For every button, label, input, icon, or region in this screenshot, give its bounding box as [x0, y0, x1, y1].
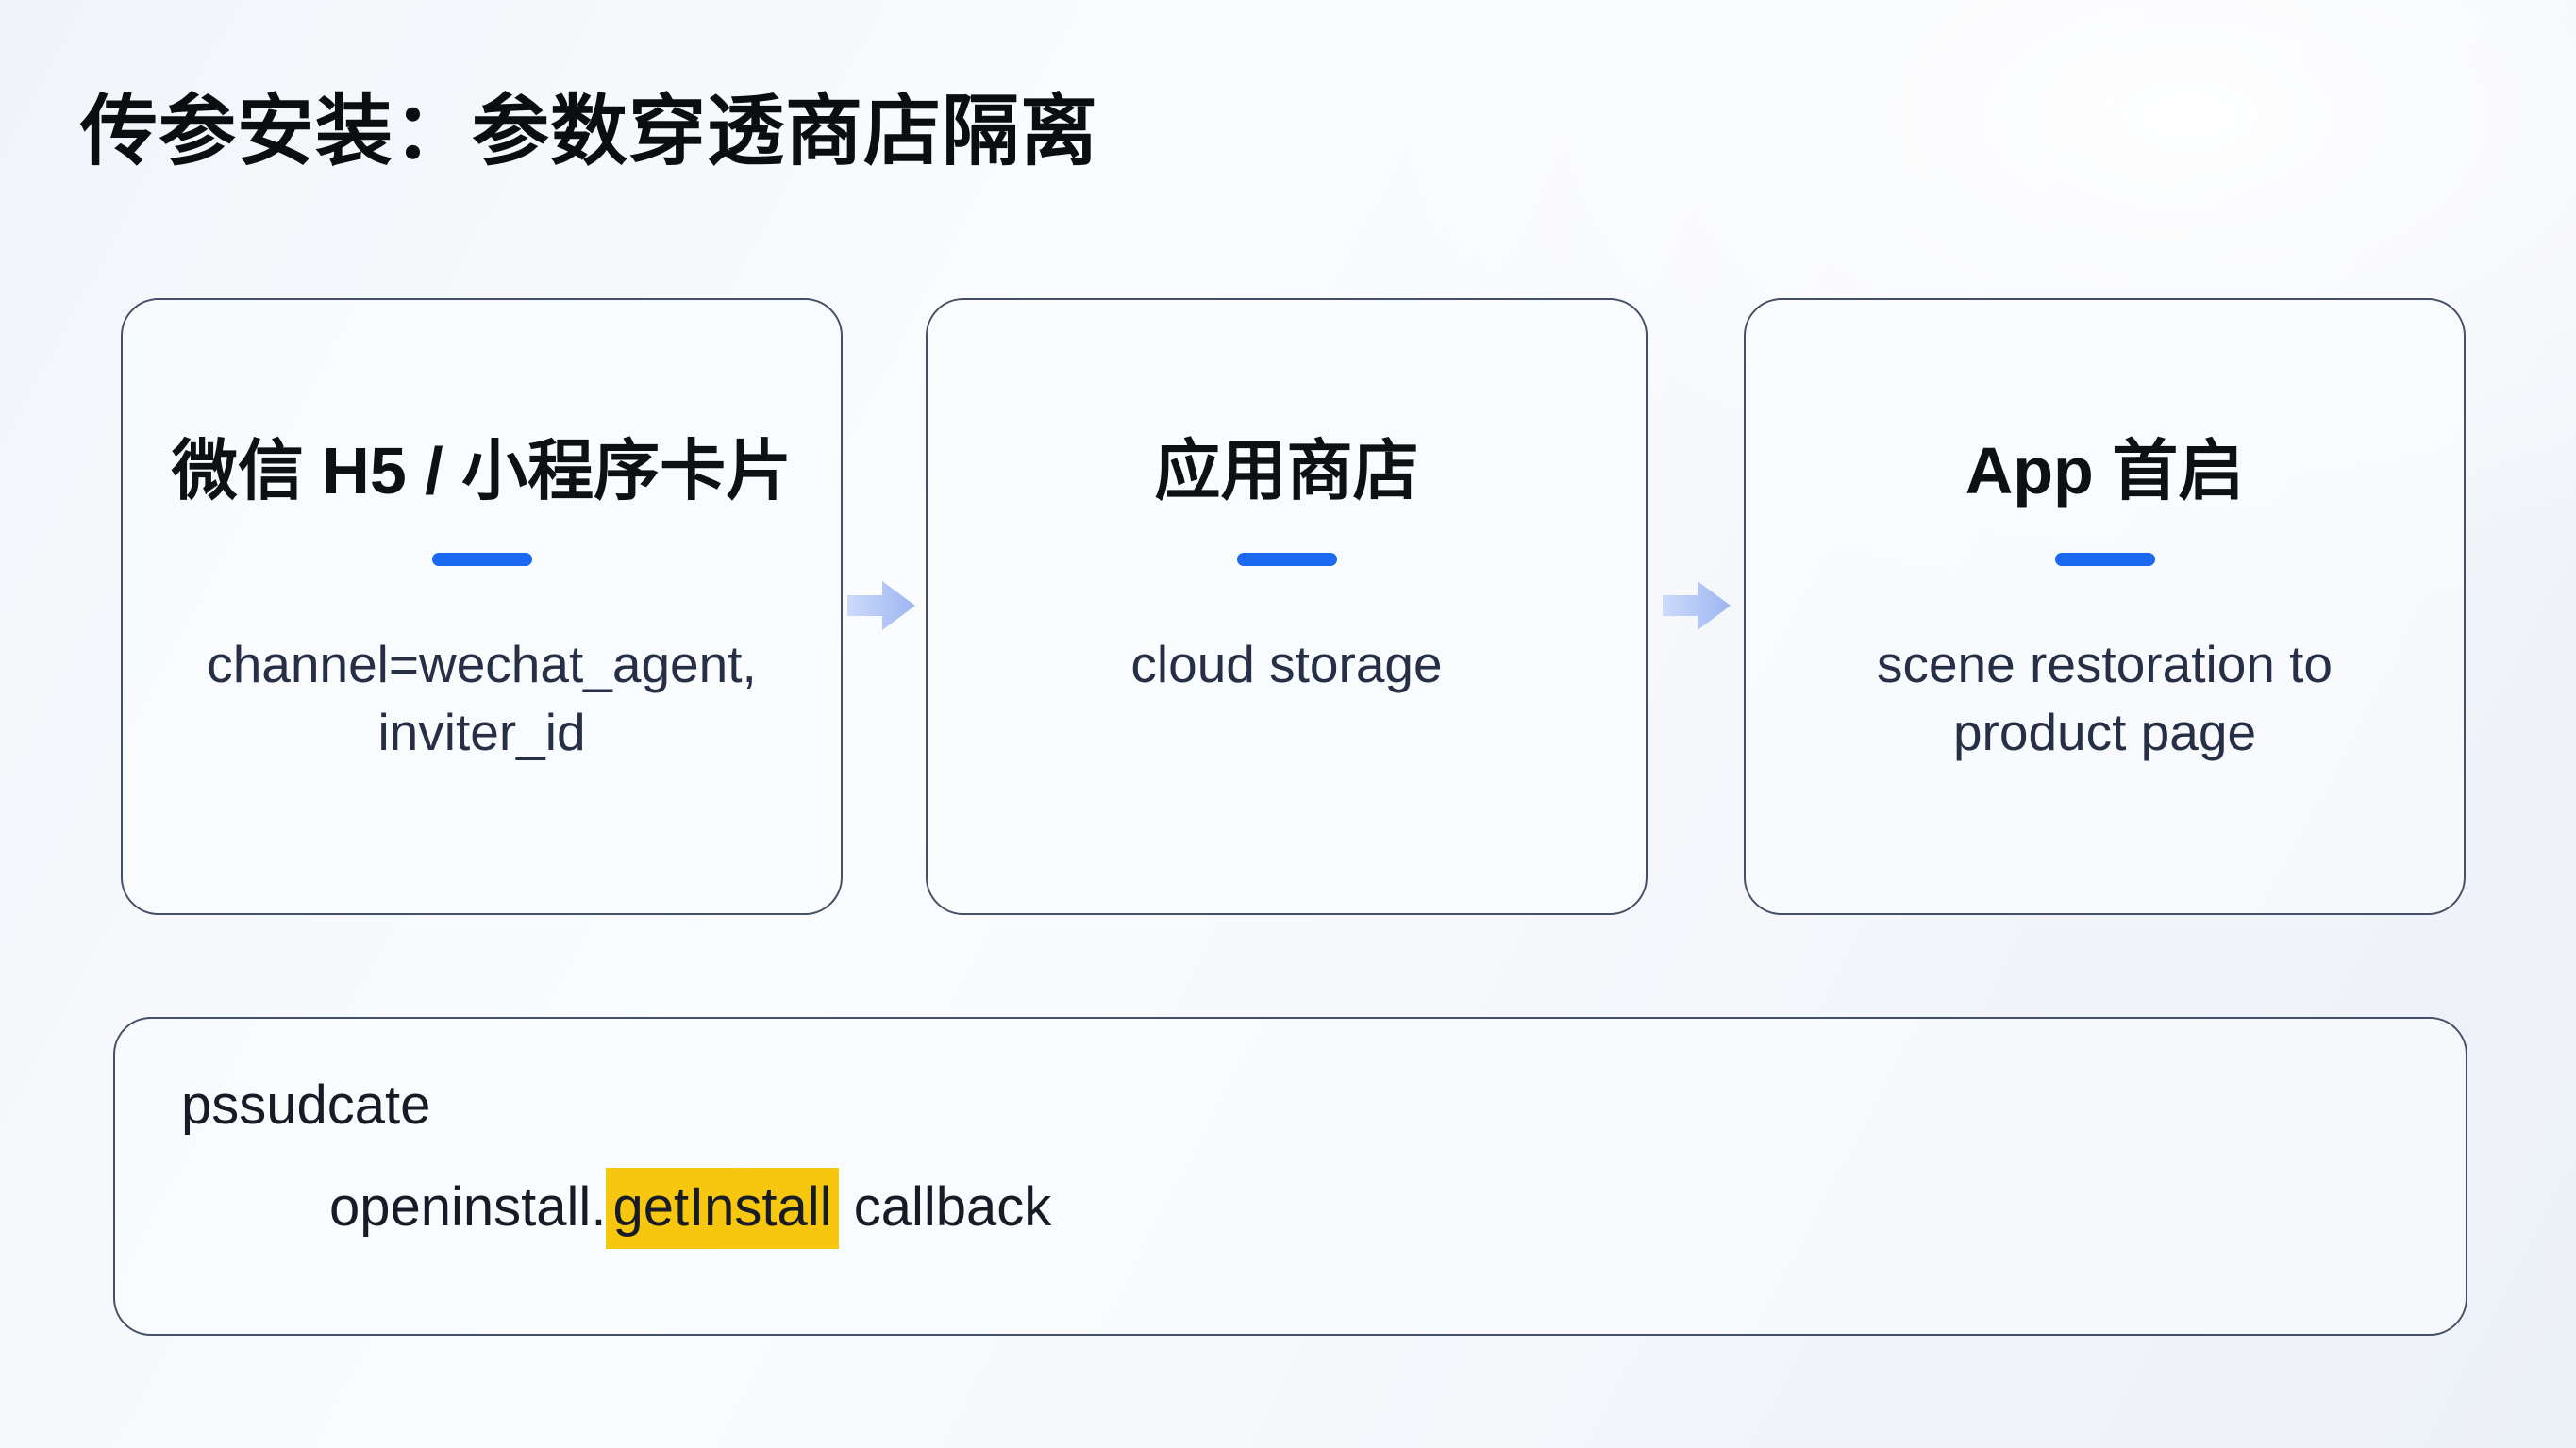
- accent-dash: [2054, 553, 2155, 566]
- flow-step-app-first-launch: App 首启 scene restoration to product page: [1744, 298, 2466, 915]
- pseudocode-line-2: openinstall.getInstall callback: [329, 1168, 1052, 1249]
- step-title: 应用商店: [1154, 434, 1419, 508]
- code-highlight: getInstall: [606, 1168, 839, 1249]
- step-body: channel=wechat_agent, inviter_id: [207, 635, 757, 762]
- step-title: App 首启: [1965, 434, 2245, 508]
- accent-dash: [1236, 553, 1337, 566]
- arrow-right-icon: [1663, 581, 1731, 630]
- flow-step-app-store: 应用商店 cloud storage: [926, 298, 1648, 915]
- arrow-right-icon: [847, 581, 915, 630]
- accent-dash: [431, 553, 532, 566]
- step-title: 微信 H5 / 小程序卡片: [171, 434, 793, 508]
- code-suffix: callback: [838, 1176, 1052, 1238]
- page-title: 传参安装：参数穿透商店隔离: [80, 89, 1099, 175]
- step-body: cloud storage: [1130, 635, 1443, 693]
- flow-step-wechat-card: 微信 H5 / 小程序卡片 channel=wechat_agent, invi…: [121, 298, 843, 915]
- code-prefix: openinstall.: [329, 1176, 607, 1238]
- pseudocode-line-1: pssudcate: [181, 1074, 431, 1136]
- pseudocode-panel: pssudcate openinstall.getInstall callbac…: [113, 1017, 2467, 1336]
- step-body: scene restoration to product page: [1876, 635, 2333, 762]
